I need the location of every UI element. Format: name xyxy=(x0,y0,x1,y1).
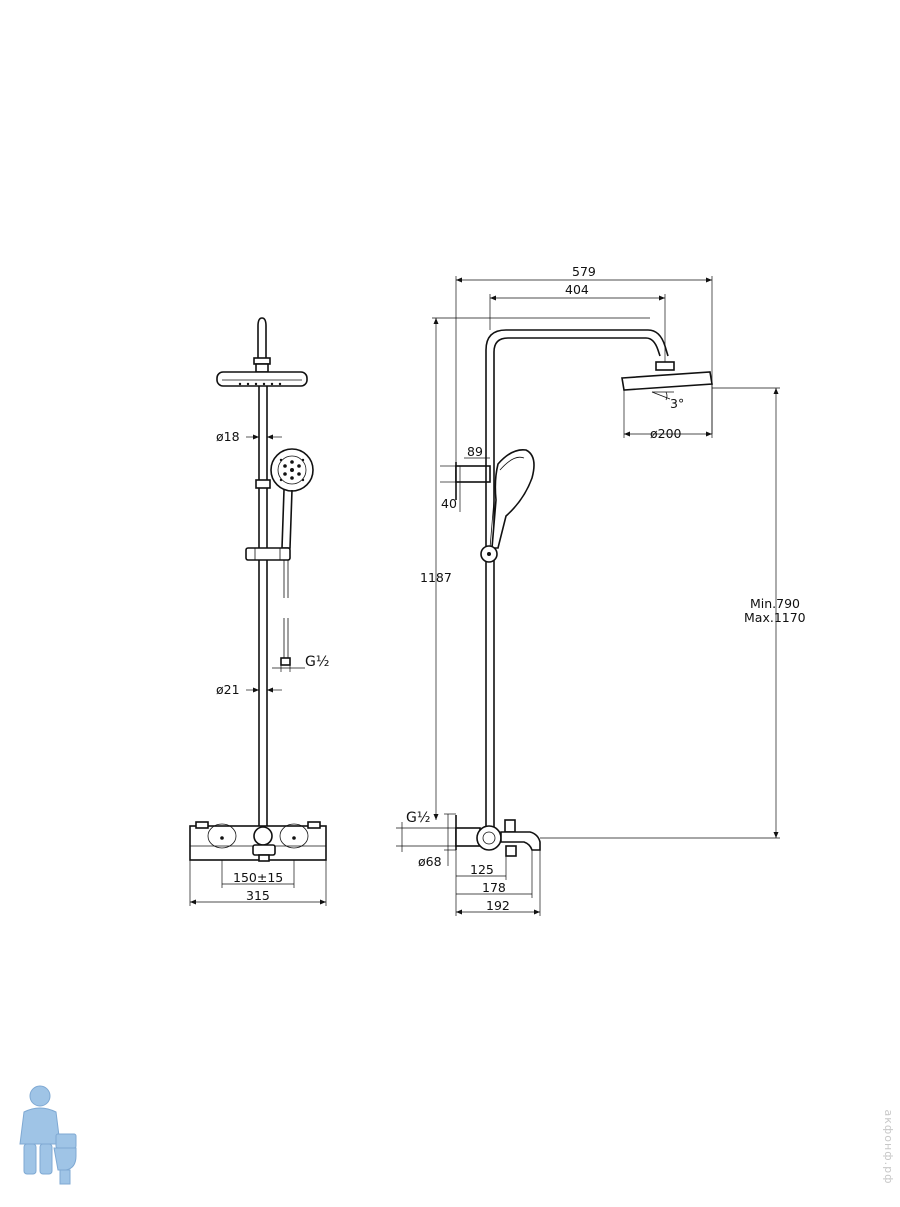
dim-depth-stack xyxy=(455,850,541,916)
dim-125-label: 125 xyxy=(470,862,494,877)
side-top-knob xyxy=(504,819,516,833)
front-overhead-shower xyxy=(216,371,308,387)
dim-1187 xyxy=(432,317,650,820)
dim-width-label: 315 xyxy=(246,888,270,903)
dim-40-label: 40 xyxy=(441,496,457,511)
dim-center-label: 150±15 xyxy=(233,870,283,885)
dim-d18-label: ø18 xyxy=(216,429,240,444)
dim-404-label: 404 xyxy=(565,282,589,297)
front-handle-left xyxy=(195,821,209,829)
dim-178-label: 178 xyxy=(482,880,506,895)
dim-width xyxy=(189,860,327,906)
front-spout xyxy=(252,844,276,856)
side-view: 579 404 3° ø200 89 xyxy=(396,264,806,916)
side-hand-shower xyxy=(491,448,535,549)
dim-d21-label: ø21 xyxy=(216,682,240,697)
front-diverter xyxy=(253,826,273,846)
side-head-connector xyxy=(655,361,675,371)
front-slider-bracket xyxy=(245,547,291,561)
dim-inlet-g12 xyxy=(396,822,456,852)
plumber-logo xyxy=(19,1085,77,1185)
dim-adjust xyxy=(540,387,780,839)
dim-center-distance xyxy=(221,860,295,888)
side-spout xyxy=(500,831,541,851)
side-bottom-knob xyxy=(505,845,517,857)
dim-89-label: 89 xyxy=(467,444,483,459)
dim-d200-label: ø200 xyxy=(650,426,682,441)
dim-40 xyxy=(440,465,461,512)
dim-tilt-label: 3° xyxy=(670,396,684,411)
side-wall-bracket xyxy=(455,465,491,483)
dim-d200 xyxy=(623,384,713,438)
dim-d68-label: ø68 xyxy=(418,854,442,869)
watermark-text: акфонф.рф xyxy=(882,1109,895,1185)
front-hand-shower-handle xyxy=(281,489,293,549)
front-hose-connector xyxy=(280,657,291,666)
dim-adjust-max-label: Max.1170 xyxy=(744,610,806,625)
dim-hose-g12 xyxy=(272,662,305,672)
dim-d18 xyxy=(246,434,282,440)
front-head-nut xyxy=(253,357,271,365)
side-shower-arm xyxy=(485,329,669,466)
dim-192-label: 192 xyxy=(486,898,510,913)
front-handle-right xyxy=(307,821,321,829)
dim-hose-g12-label: G½ xyxy=(305,654,329,670)
dim-1187-label: 1187 xyxy=(420,570,452,585)
dim-inlet-label: G½ xyxy=(406,810,430,826)
dim-d21 xyxy=(246,687,282,693)
front-riser-joint xyxy=(255,479,271,489)
front-view: ø18 G½ ø21 150±15 xyxy=(189,317,329,906)
front-hand-shower-nozzles xyxy=(279,458,305,482)
dim-d68 xyxy=(444,813,456,866)
front-head-neck xyxy=(255,363,269,373)
dim-579-label: 579 xyxy=(572,264,596,279)
side-overhead-shower xyxy=(621,371,713,391)
dim-adjust-min-label: Min.790 xyxy=(750,596,800,611)
side-mixer-body xyxy=(476,825,502,851)
front-head-nozzles xyxy=(238,382,282,386)
front-top-pipe xyxy=(257,317,267,360)
dim-404 xyxy=(489,294,666,362)
